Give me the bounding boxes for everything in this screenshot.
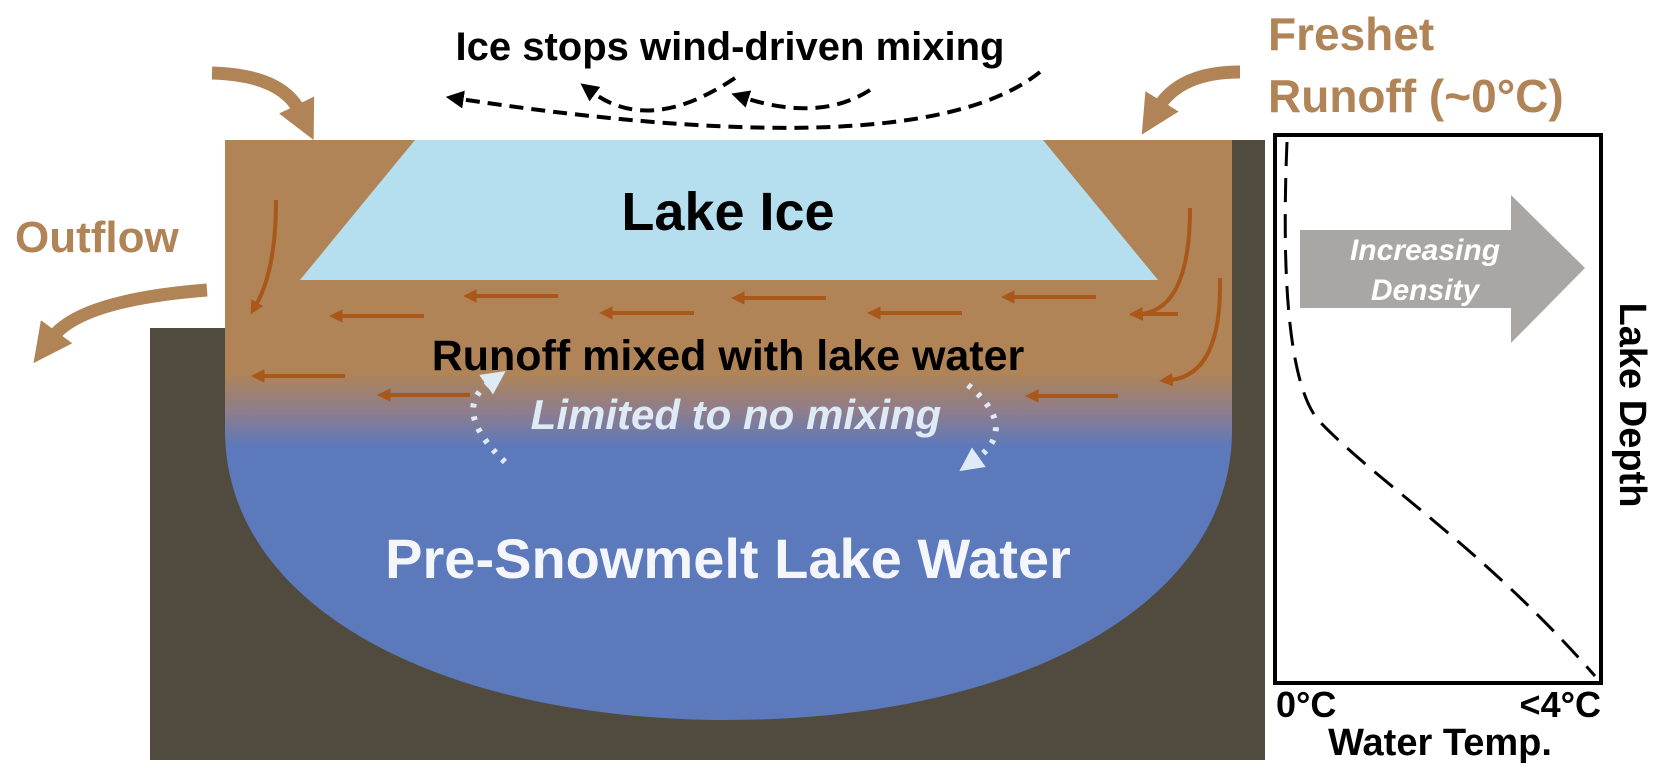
pre-snowmelt-label: Pre-Snowmelt Lake Water — [385, 527, 1071, 590]
density-label-line2: Density — [1371, 274, 1481, 307]
lake-ice-label: Lake Ice — [621, 182, 834, 242]
x-axis-label: Water Temp. — [1328, 722, 1552, 764]
freshet-label-line1: Freshet — [1268, 8, 1434, 60]
runoff-mixed-label: Runoff mixed with lake water — [432, 332, 1025, 380]
mixing-dotted-arrow-right — [959, 382, 999, 472]
freshet-arrow-left — [211, 66, 315, 141]
limited-mixing-label: Limited to no mixing — [531, 391, 942, 438]
mixing-dotted-arrow-left — [470, 370, 508, 465]
runoff-flow-arrows — [251, 289, 1178, 403]
freshet-label-line2: Runoff (~0°C) — [1268, 70, 1564, 122]
density-arrow — [1300, 195, 1585, 343]
ground-bank-right — [1232, 140, 1265, 330]
x-tick-right: <4°C — [1520, 684, 1601, 725]
y-axis-label: Lake Depth — [1611, 303, 1653, 508]
lake-ice-sheet — [300, 140, 1158, 280]
flow-arrow-right-curve-1 — [1129, 207, 1192, 321]
wind-mixing-arrows — [445, 70, 1042, 130]
lake-water-body — [225, 140, 1232, 720]
flow-arrow-right-curve-2 — [1159, 277, 1223, 387]
top-caption: Ice stops wind-driven mixing — [456, 25, 1005, 69]
density-label-line1: Increasing — [1350, 234, 1500, 267]
outflow-arrow — [33, 283, 208, 364]
x-tick-left: 0°C — [1276, 684, 1336, 725]
temperature-profile-panel: Increasing Density 0°C <4°C Water Temp. … — [1273, 133, 1653, 764]
freshet-arrow-right — [1141, 65, 1241, 135]
profile-frame — [1273, 133, 1603, 685]
outflow-label: Outflow — [15, 213, 180, 262]
temperature-profile-curve — [1283, 141, 1597, 677]
flow-arrow-left-down — [250, 199, 278, 315]
